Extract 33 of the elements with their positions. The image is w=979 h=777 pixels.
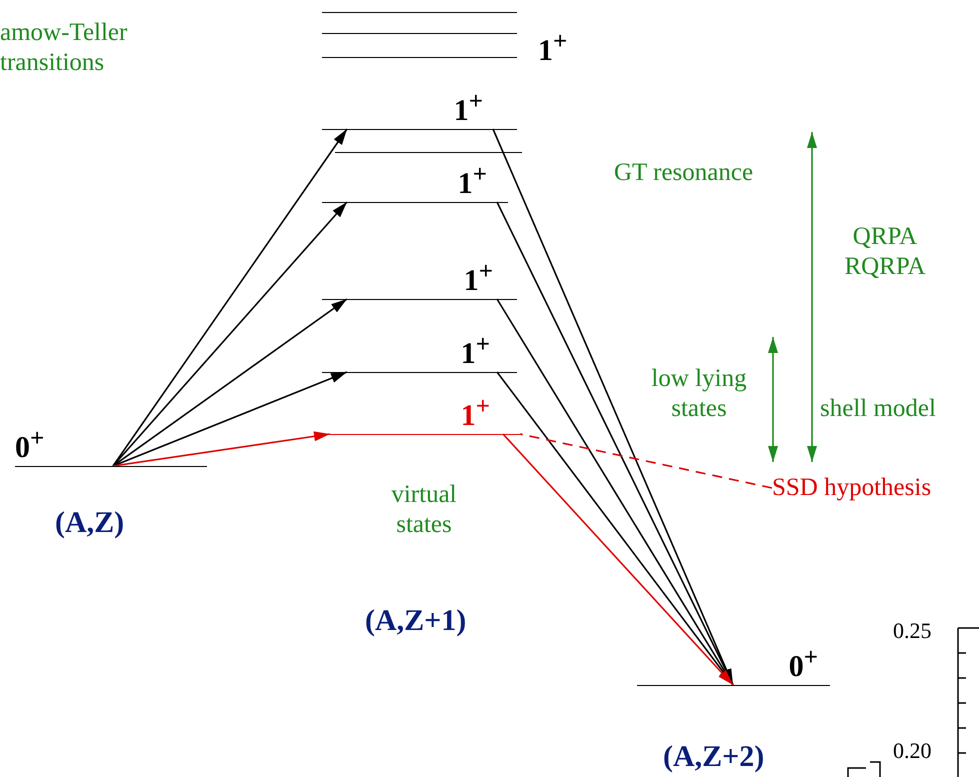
annotation-text: virtual states: [390, 480, 458, 540]
energy-level-line: [335, 150, 522, 153]
energy-level: 0$^{+}$: [637, 641, 830, 686]
arrow: [112, 128, 348, 466]
nucleus-label: (A,Z+2): [663, 740, 764, 774]
nucleus-label: (A,Z): [55, 506, 124, 540]
tick-label: 0.20: [893, 738, 932, 764]
annotation-text: low lying states: [650, 364, 748, 424]
annotation-text: GT resonance: [614, 158, 754, 188]
arrow: [112, 201, 348, 467]
energy-level: 0$^{+}$: [15, 424, 207, 467]
energy-level: 1$^{+}$: [322, 255, 517, 300]
arrow: [112, 371, 348, 467]
energy-level-line: [322, 55, 517, 58]
level-label: 1$^{+}$: [538, 27, 568, 67]
arrow: [496, 372, 734, 686]
annotation-text: QRPA RQRPA: [843, 222, 927, 282]
leader-line: [520, 433, 772, 489]
energy-level: 1$^{+}$: [330, 390, 520, 435]
tick-label: 0.25: [893, 618, 932, 644]
arrow: [112, 431, 330, 467]
arrow: [496, 298, 734, 686]
energy-level-line: [322, 10, 517, 13]
annotation-text: SSD hypothesis: [772, 471, 979, 505]
annotation-text: shell model: [820, 394, 937, 424]
arrow: [112, 298, 348, 467]
energy-level: 1$^{+}$: [322, 170, 508, 203]
energy-level-line: [322, 31, 517, 34]
arrow: [502, 433, 734, 686]
energy-level: 1$^{+}$: [322, 328, 517, 373]
annotation-text: amow-Teller transitions: [0, 18, 128, 78]
nucleus-label: (A,Z+1): [365, 604, 468, 638]
energy-level: 1$^{+}$: [322, 85, 517, 130]
